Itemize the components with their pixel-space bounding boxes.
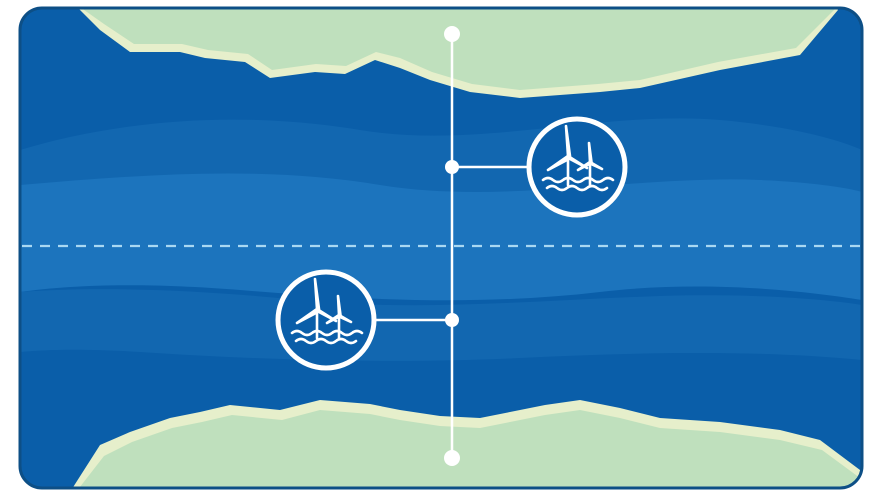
panel-border — [18, 6, 864, 490]
top-end-node — [444, 26, 460, 42]
sea-band-lower — [20, 289, 862, 361]
top-branch-node — [445, 160, 459, 174]
top-turbine-badge — [526, 116, 628, 218]
bottom-turbine-badge — [275, 269, 377, 371]
bottom-branch-node — [445, 313, 459, 327]
top-turbine-circle — [526, 116, 628, 218]
bottom-end-node — [444, 450, 460, 466]
sea-band-center — [20, 173, 862, 301]
bottom-land — [76, 410, 860, 488]
bottom-turbine-circle — [275, 269, 377, 371]
sea-panel — [20, 8, 862, 488]
